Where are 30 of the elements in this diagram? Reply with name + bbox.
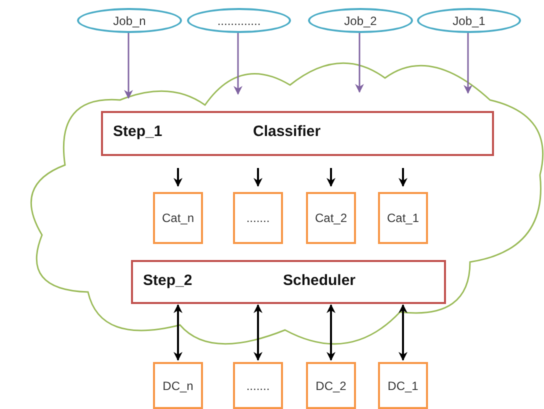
- arrow: [398, 304, 408, 361]
- arrow: [254, 168, 262, 187]
- step-label: Step_2: [143, 272, 192, 289]
- arrow: [174, 168, 182, 187]
- step-box: [101, 111, 494, 156]
- category-box: DC_1: [378, 362, 428, 409]
- arrow: [124, 33, 133, 99]
- arrow: [355, 33, 364, 93]
- arrow: [174, 304, 182, 361]
- arrow: [464, 33, 472, 94]
- arrow: [398, 168, 408, 187]
- step-title: Classifier: [253, 123, 321, 140]
- step-label: Step_1: [113, 123, 162, 140]
- step-box: [131, 260, 446, 304]
- category-box: .......: [233, 362, 283, 409]
- job-ellipse: Job_n: [77, 8, 182, 33]
- arrow: [326, 168, 336, 187]
- arrow: [254, 304, 262, 361]
- step-title: Scheduler: [283, 272, 356, 289]
- arrow: [326, 304, 336, 361]
- job-ellipse: Job_1: [417, 8, 521, 33]
- category-box: DC_2: [306, 362, 356, 409]
- job-ellipse: .............: [187, 8, 291, 33]
- category-box: Cat_1: [378, 192, 428, 244]
- category-box: .......: [233, 192, 283, 244]
- job-ellipse: Job_2: [308, 8, 413, 33]
- arrow: [234, 33, 242, 95]
- category-box: Cat_n: [153, 192, 203, 244]
- category-box: Cat_2: [306, 192, 356, 244]
- category-box: DC_n: [153, 362, 203, 409]
